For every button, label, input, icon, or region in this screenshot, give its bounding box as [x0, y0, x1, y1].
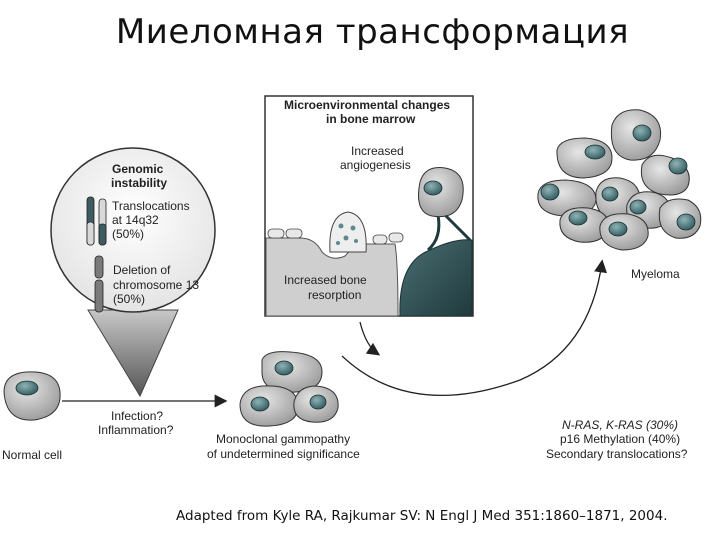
genomic-instability-label-line2: instability: [111, 176, 167, 190]
chromosome-translocation-icon: [86, 196, 107, 246]
chromosome-deletion-icon: [94, 255, 104, 313]
translocations-label-line2: at 14q32: [112, 213, 159, 227]
mgus-cell-cluster: [239, 351, 339, 427]
genomic-instability-cone: [87, 309, 179, 398]
secondary-translocations-label: Secondary translocations?: [546, 447, 688, 461]
mgus-label-line2: of undetermined significance: [207, 447, 360, 461]
myeloma-cell-cluster: [537, 109, 702, 251]
angiogenesis-cell-icon: [418, 167, 472, 252]
bone-resorption-label-line1: Increased bone: [284, 273, 367, 287]
angiogenesis-label-line1: Increased: [351, 144, 404, 158]
genomic-instability-label-line1: Genomic: [112, 162, 164, 176]
deletion-label-line2: chromosome 13: [113, 278, 199, 292]
bone-marrow-ground: [265, 237, 399, 317]
normal-cell-label: Normal cell: [2, 448, 62, 462]
translocations-label-line1: Translocations: [112, 199, 190, 213]
microenvironment-title-line1: Microenvironmental changes: [284, 98, 450, 112]
mgus-label-line1: Monoclonal gammopathy: [216, 432, 350, 446]
p16-methylation-label: p16 Methylation (40%): [560, 432, 680, 446]
ras-mutations-label: N-RAS, K-RAS (30%): [562, 418, 678, 432]
myeloma-label: Myeloma: [631, 267, 680, 281]
infection-label-line2: Inflammation?: [98, 423, 174, 437]
translocations-label-line3: (50%): [112, 227, 144, 241]
microenvironment-title-line2: in bone marrow: [326, 112, 416, 126]
bone-resorption-label-line2: resorption: [308, 288, 361, 302]
angiogenesis-label-line2: angiogenesis: [340, 158, 411, 172]
deletion-label-line3: (50%): [113, 292, 145, 306]
microenvironment-panel: Microenvironmental changes in bone marro…: [264, 95, 474, 317]
citation: Adapted from Kyle RA, Rajkumar SV: N Eng…: [176, 508, 668, 524]
lining-cells: [267, 228, 404, 245]
microenvironment-arrow: [359, 321, 381, 356]
osteoclast-icon: [329, 211, 367, 253]
progression-arrow: [341, 259, 608, 397]
deletion-label-line1: Deletion of: [113, 263, 171, 277]
infection-label-line1: Infection?: [111, 409, 163, 423]
genomic-instability-panel: Genomic instability Translocations at 14…: [50, 147, 216, 313]
slide-title: Миеломная трансформация: [115, 12, 630, 52]
normal-cell-icon: [3, 371, 61, 421]
